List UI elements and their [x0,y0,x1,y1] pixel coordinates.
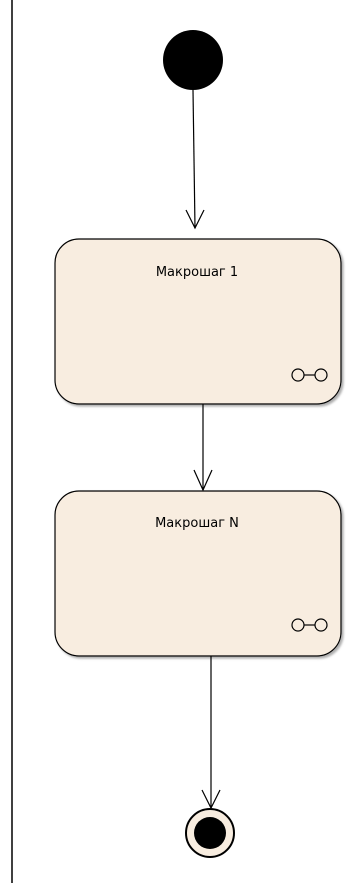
composite-activity-icon [291,618,328,632]
activity-label: Макрошаг N [155,516,239,531]
activity-label: Макрошаг 1 [156,265,238,280]
initial-node[interactable] [163,30,223,90]
final-node[interactable] [185,808,235,858]
activity-macro-step-1[interactable]: Макрошаг 1 [54,238,342,405]
composite-activity-icon [291,368,328,382]
edge-initial-to-macro1[interactable] [185,89,205,230]
edge-macro1-to-macroN[interactable] [193,404,213,492]
activity-macro-step-n[interactable]: Макрошаг N [54,490,342,657]
edge-macroN-to-final[interactable] [201,656,221,810]
